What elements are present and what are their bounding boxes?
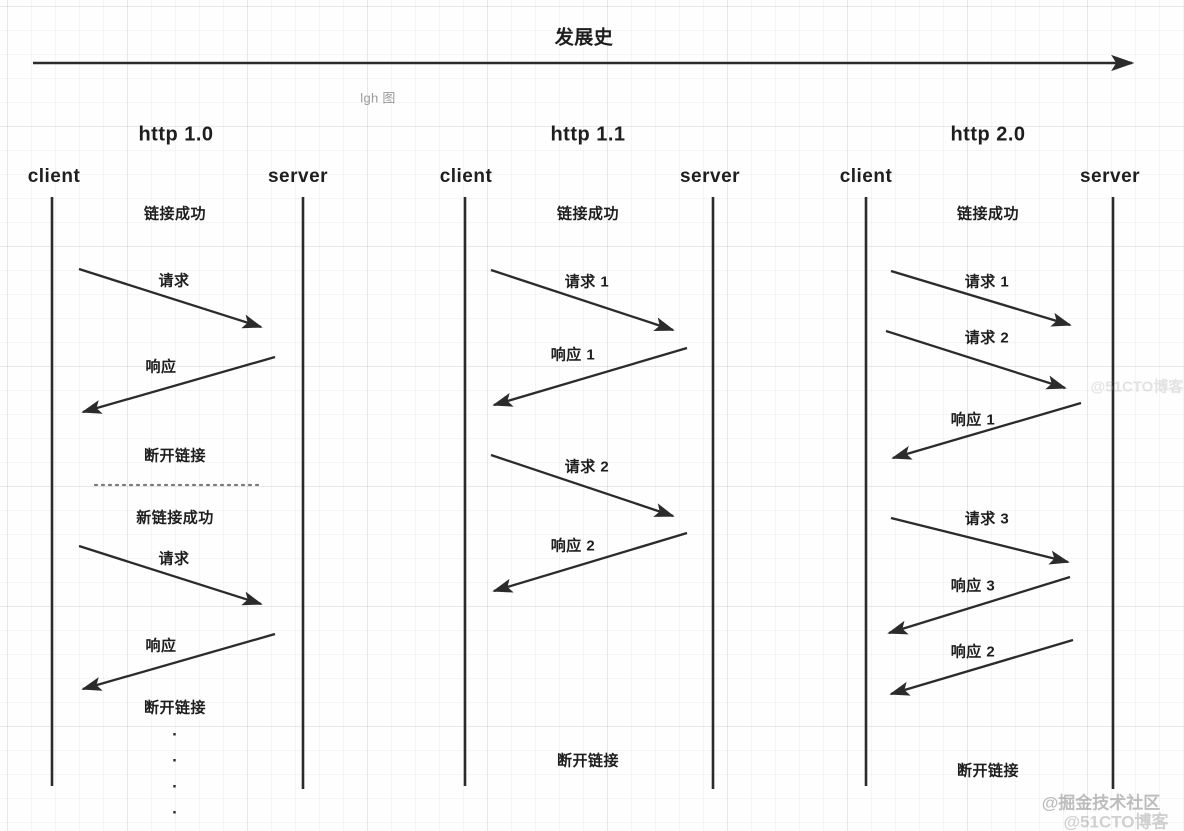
role-server-col-2: server	[679, 166, 741, 187]
watermark-secondary: @51CTO博客	[1063, 812, 1169, 831]
messages-col-1	[78, 267, 276, 691]
continuation-dots-col-1: · · · ·	[172, 722, 178, 826]
role-server-col-3: server	[1079, 166, 1141, 187]
column-title-http-1-0: http 1.0	[138, 123, 214, 146]
page-title: 发展史	[554, 27, 614, 49]
message-label-col3-5: 响应 3	[950, 577, 996, 595]
message-label-col1-6: 请求	[158, 550, 190, 568]
message-label-col2-1: 请求 1	[564, 273, 610, 291]
message-label-col3-6: 响应 2	[950, 643, 996, 661]
message-label-col1-7: 响应	[145, 637, 177, 655]
dot: ·	[172, 725, 178, 744]
message-label-col1-2: 响应	[145, 358, 177, 376]
watermark-faint: @51CTO博客	[1090, 378, 1184, 396]
message-label-col1-3: 断开链接	[143, 447, 207, 465]
message-label-col3-7: 断开链接	[956, 762, 1020, 780]
dot: ·	[172, 777, 178, 796]
message-label-col3-1: 请求 1	[964, 273, 1010, 291]
message-label-col1-1: 请求	[158, 272, 190, 290]
arrow-response-2	[81, 632, 276, 691]
message-label-col3-0: 链接成功	[956, 205, 1020, 223]
dot: ·	[172, 751, 178, 770]
message-label-col2-2: 响应 1	[550, 346, 596, 364]
column-title-http-2-0: http 2.0	[950, 123, 1026, 146]
watermark-primary: @掘金技术社区	[1041, 793, 1161, 813]
role-client-col-1: client	[27, 166, 81, 187]
message-label-col1-8: 断开链接	[143, 699, 207, 717]
message-label-col3-4: 请求 3	[964, 510, 1010, 528]
author-note: lgh 图	[360, 90, 396, 106]
message-label-col3-3: 响应 1	[950, 411, 996, 429]
dot: ·	[172, 803, 178, 822]
message-label-col2-0: 链接成功	[556, 205, 620, 223]
message-label-col3-2: 请求 2	[964, 329, 1010, 347]
column-title-http-1-1: http 1.1	[550, 123, 626, 146]
role-server-col-1: server	[267, 166, 329, 187]
message-label-col2-5: 断开链接	[556, 752, 620, 770]
role-client-col-3: client	[839, 166, 893, 187]
role-client-col-2: client	[439, 166, 493, 187]
message-label-col2-4: 响应 2	[550, 537, 596, 555]
message-label-col2-3: 请求 2	[564, 458, 610, 476]
message-label-col1-5: 新链接成功	[136, 509, 214, 527]
message-label-col1-0: 链接成功	[143, 205, 207, 223]
arrow-response-1	[81, 355, 276, 414]
